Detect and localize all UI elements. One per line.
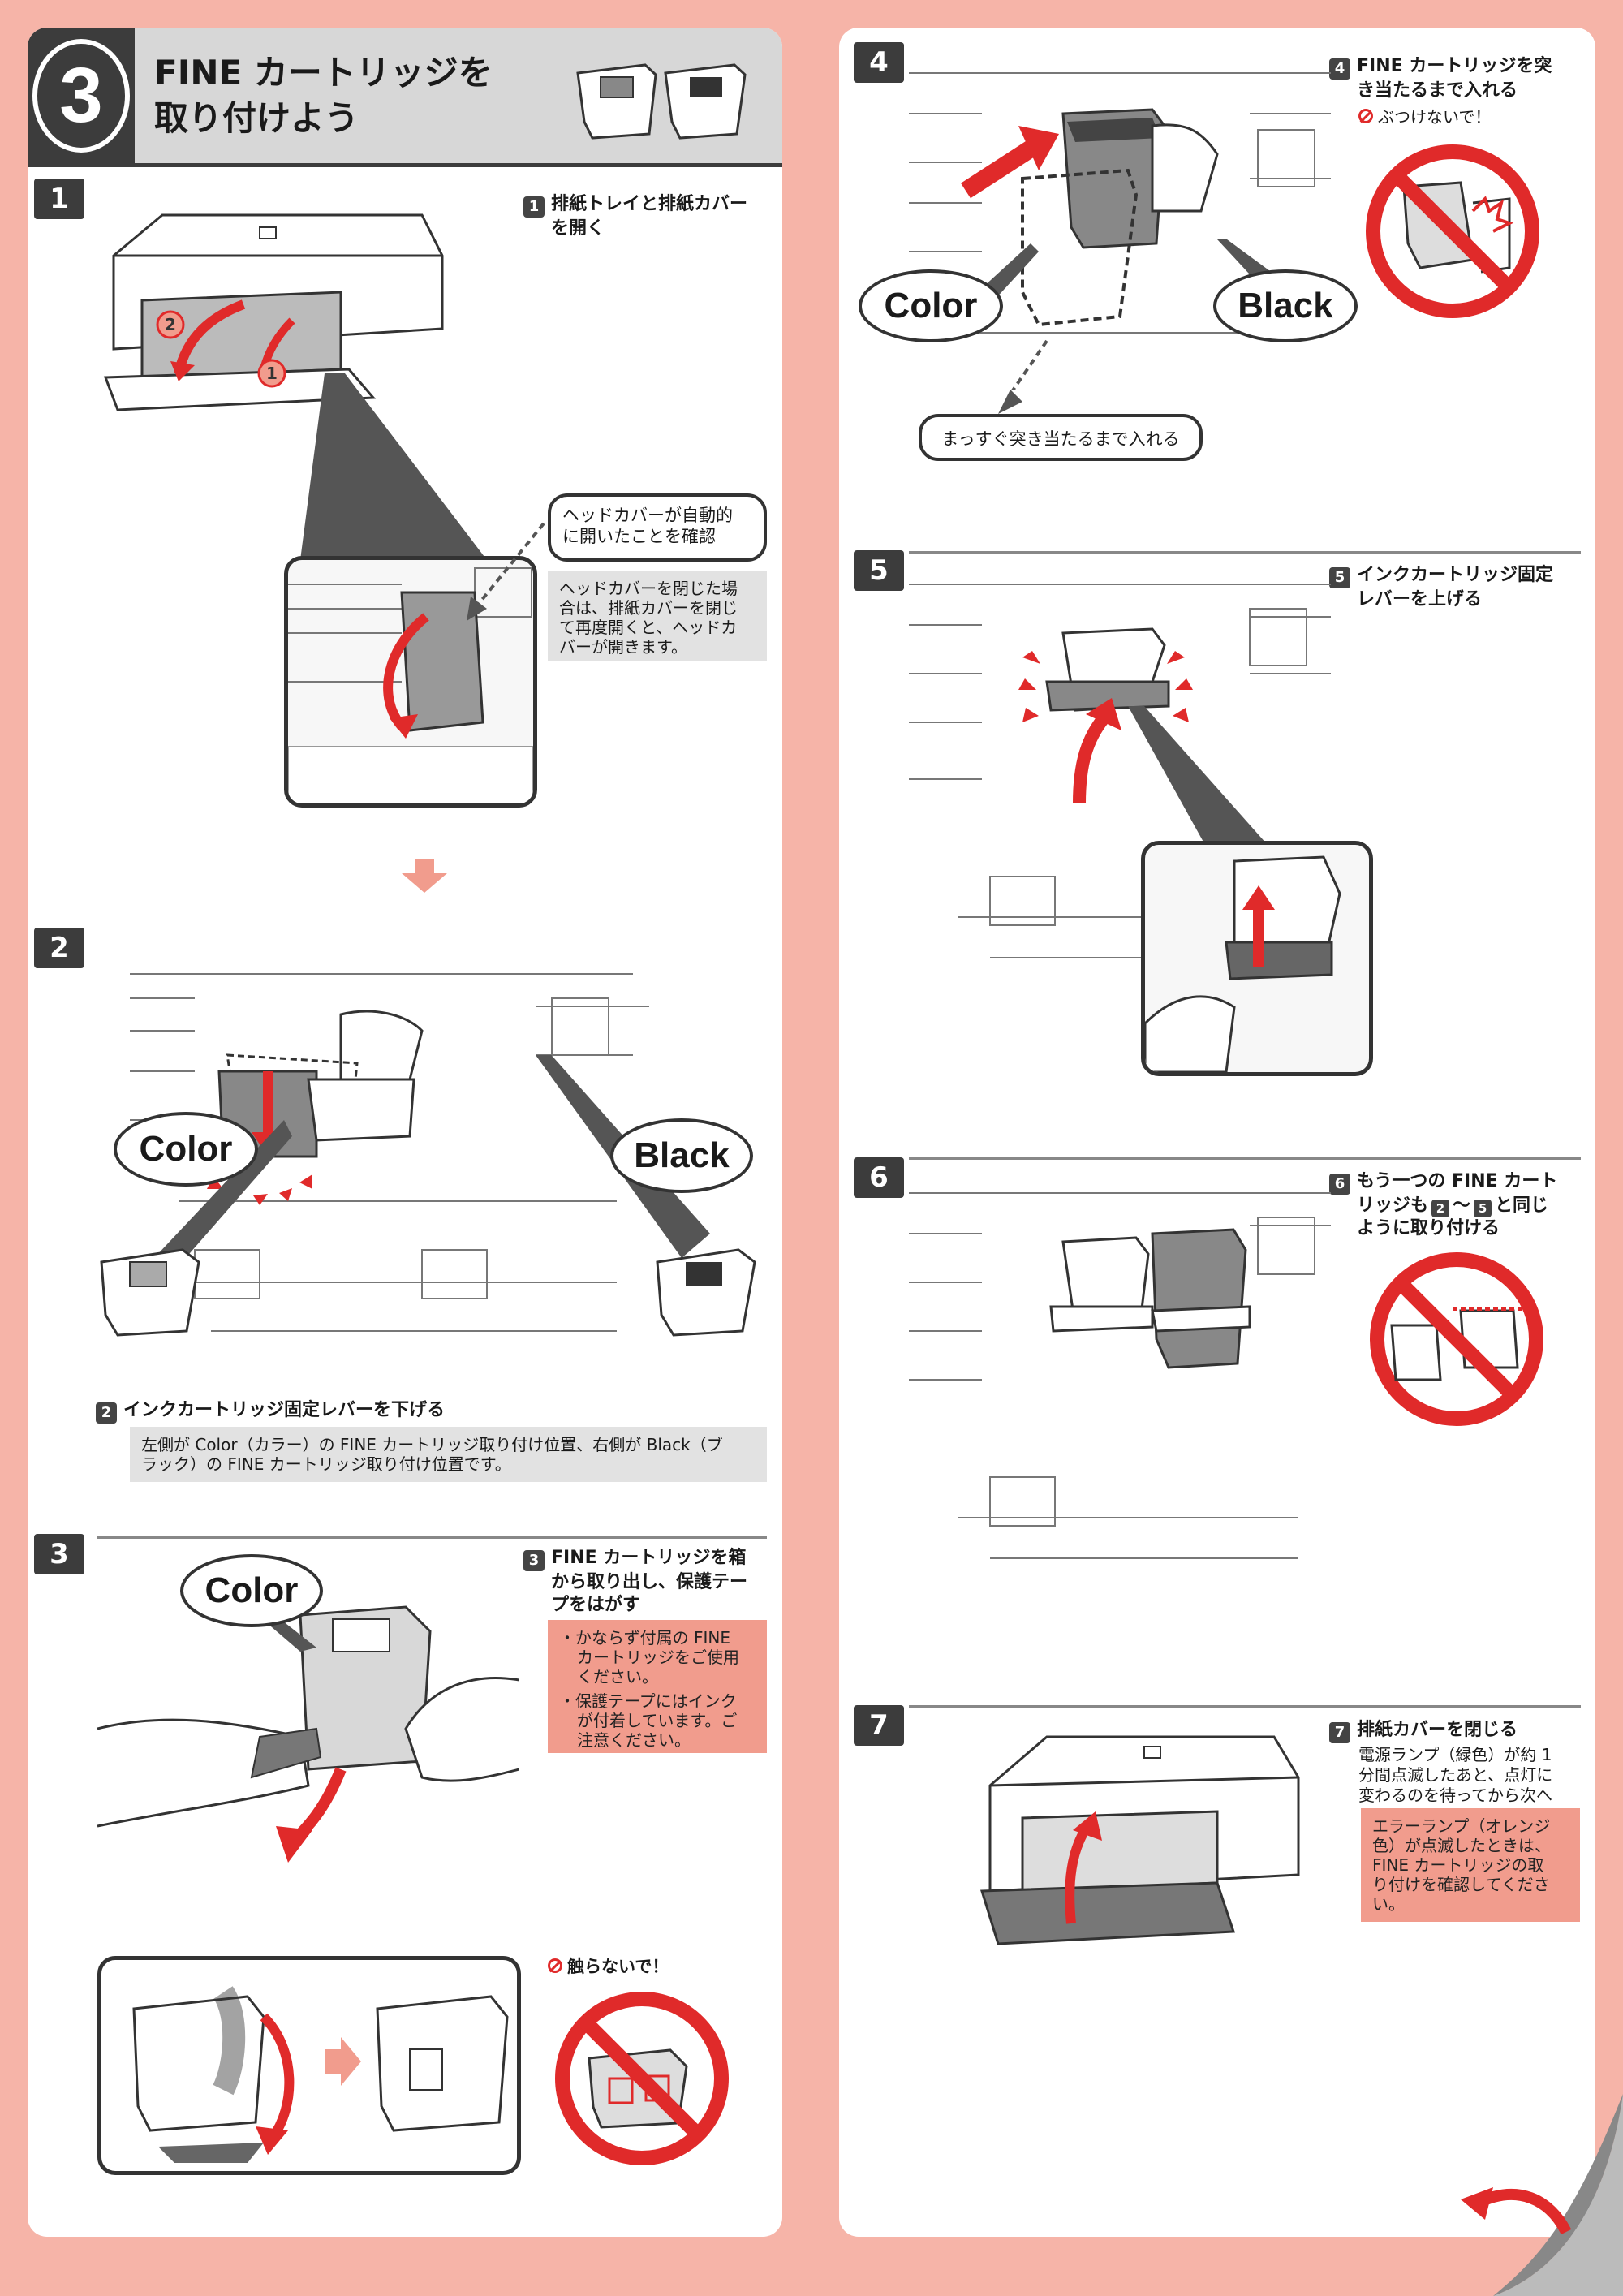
raise-lever-illustration [909,584,1331,958]
zoom-inset-head-cover [284,556,537,808]
uneven-install-prohibited-icon [1370,1252,1543,1426]
step-number: 4 [1329,58,1350,80]
printer-open-illustration: 2 1 [103,213,444,411]
head-cover-callout: ヘッドカバーが自動的 に開いたことを確認 [548,493,767,562]
insert-straight-callout: まっすぐ突き当たるまで入れる [919,414,1203,461]
prohibited-icon [1358,108,1373,123]
hands-removing-tape-illustration [97,1605,519,1863]
step-6-rule [909,1157,1581,1160]
color-pointer-step4 [982,243,1039,300]
black-label: Black [610,1118,753,1193]
zoom-inset-lever [1141,841,1373,1076]
head-cover-note: ヘッドカバーを閉じた場 合は、排紙カバーを閉じ て再度開くと、ヘッドカ バーが開… [548,571,767,661]
ref-step-2: 2 [1431,1200,1450,1217]
mark-1: 1 [266,364,278,383]
step-number: 3 [523,1550,545,1571]
color-pointer [154,1120,292,1266]
step-number: 6 [1329,1174,1350,1195]
step-badge-4: 4 [854,42,904,83]
printer-closing-cover-illustration [979,1735,1300,1945]
step-badge-3: 3 [34,1534,84,1574]
page-title: FINE カートリッジを 取り付けよう [154,53,493,138]
color-label-step4: Color [859,269,1003,342]
cartridge-position-note: 左側が Color（カラー）の FINE カートリッジ取り付け位置、右側が Bl… [130,1427,767,1482]
cartridge-holder-illustration [130,973,649,1332]
color-label: Color [114,1112,258,1187]
step-badge-6: 6 [854,1157,904,1198]
both-cartridges-installed-illustration [909,1192,1331,1559]
down-arrow-icon [402,859,447,893]
color-label-step3: Color [180,1554,323,1627]
power-lamp-description: 電源ランプ（緑色）が約 1 分間点滅したあと、点灯に 変わるのを待ってから次へ [1358,1745,1553,1805]
black-label-step4: Black [1213,269,1358,342]
dashed-pointer-arrow [467,522,545,621]
step-badge-5: 5 [854,550,904,591]
black-cartridge-illustration [656,1248,756,1337]
step-number: 1 [523,196,545,218]
ref-step-5: 5 [1474,1200,1492,1217]
header-cartridges-illustration [576,63,747,140]
header-number: 3 [32,39,130,153]
zoom-pointer-step5 [1128,706,1274,852]
prohibited-icon [548,1958,562,1973]
step-5-rule [909,551,1581,554]
insert-straight-pointer-arrow [998,390,1022,414]
mark-2: 2 [165,315,176,334]
step-badge-1: 1 [34,179,84,219]
do-not-touch-prohibited-icon [555,1992,729,2165]
do-not-bump-prohibited-icon [1366,144,1539,318]
tape-removal-inset [97,1956,521,2175]
step-number: 2 [96,1402,117,1424]
step-badge-7: 7 [854,1705,904,1746]
step-badge-2: 2 [34,928,84,968]
page-curl-corner-icon [1461,2094,1623,2296]
step-number: 7 [1329,1722,1350,1743]
color-cartridge-illustration [100,1248,200,1337]
header-bar [28,28,782,167]
zoom-pointer [300,373,487,560]
do-not-bump-warning: ぶつけないで！ [1358,104,1491,127]
error-lamp-note: エラーランプ（オレンジ 色）が点滅したときは、 FINE カートリッジの取 り付… [1361,1808,1580,1922]
step-3-rule [97,1536,767,1539]
do-not-touch-warning: 触らないで！ [548,1954,669,1978]
step-number: 5 [1329,567,1350,588]
step-7-rule [909,1705,1581,1708]
